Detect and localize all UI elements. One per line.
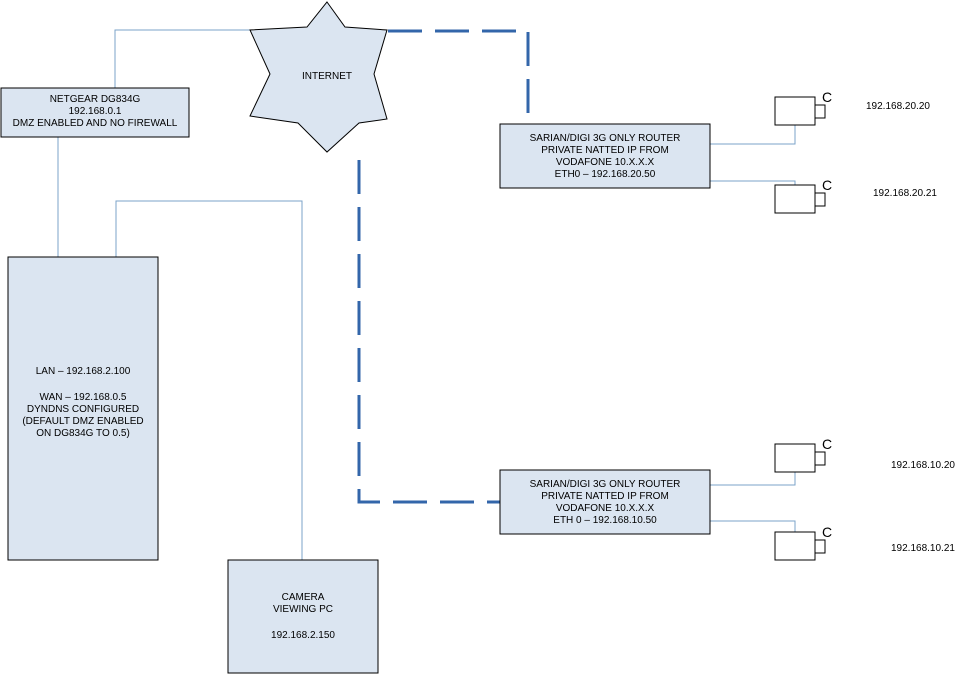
internet-label: INTERNET [302,71,352,82]
lan-router-wan-ip: WAN – 192.168.0.5 [40,392,127,403]
camera-icon [774,96,826,126]
camera-2-ip: 192.168.20.21 [873,188,937,199]
router-bottom-box: SARIAN/DIGI 3G ONLY ROUTER PRIVATE NATTE… [499,469,711,535]
router-bottom-to-camera-3-link [710,472,796,486]
camera-icon [774,184,826,214]
router-top-eth: ETH0 – 192.168.20.50 [555,169,656,180]
internet-to-router-bottom-link [357,160,500,504]
lan-router-box: LAN – 192.168.2.100 WAN – 192.168.0.5 DY… [7,256,159,561]
netgear-router-box: NETGEAR DG834G 192.168.0.1 DMZ ENABLED A… [0,87,190,138]
camera-2-letter: C [822,177,832,193]
netgear-dmz-note: DMZ ENABLED AND NO FIREWALL [13,118,178,129]
lan-router-dmz-note-1: (DEFAULT DMZ ENABLED [22,416,143,427]
netgear-ip: 192.168.0.1 [69,106,122,117]
internet-cloud: INTERNET [249,1,388,153]
camera-4-ip: 192.168.10.21 [891,543,955,554]
camera-pc-title-2: VIEWING PC [273,604,333,615]
camera-3-letter: C [822,436,832,452]
camera-viewing-pc-box: CAMERA VIEWING PC 192.168.2.150 [227,559,379,674]
camera-2: C [774,177,832,214]
router-top-natted: PRIVATE NATTED IP FROM [541,145,669,156]
lan-router-lan-ip: LAN – 192.168.2.100 [36,366,131,377]
lan-router-dmz-note-2: ON DG834G TO 0.5) [36,428,130,439]
router-bottom-natted: PRIVATE NATTED IP FROM [541,491,669,502]
camera-icon [774,531,826,561]
router-top-box: SARIAN/DIGI 3G ONLY ROUTER PRIVATE NATTE… [499,123,711,189]
router-top-to-camera-1-link [710,125,796,145]
router-bottom-model: SARIAN/DIGI 3G ONLY ROUTER [530,479,681,490]
camera-pc-title-1: CAMERA [282,592,325,603]
internet-star-shape [249,1,388,153]
netgear-model: NETGEAR DG834G [50,94,141,105]
camera-icon [774,443,826,473]
camera-3-ip: 192.168.10.20 [891,460,955,471]
router-top-vodafone: VODAFONE 10.X.X.X [556,157,655,168]
router-top-to-camera-2-link [710,180,796,185]
camera-pc-ip: 192.168.2.150 [271,630,335,641]
router-top-model: SARIAN/DIGI 3G ONLY ROUTER [530,133,681,144]
camera-1-ip: 192.168.20.20 [866,101,930,112]
lan-router-to-camera-pc-link [115,200,303,560]
router-bottom-eth: ETH 0 – 192.168.10.50 [553,515,657,526]
camera-4: C [774,524,832,561]
internet-to-router-top-link [388,29,530,124]
lan-router-dyndns: DYNDNS CONFIGURED [27,404,139,415]
netgear-to-internet-link [114,29,285,88]
router-bottom-to-camera-4-link [710,520,796,532]
camera-4-letter: C [822,524,832,540]
camera-1: C [774,89,832,126]
camera-3: C [774,436,832,473]
camera-1-letter: C [822,89,832,105]
router-bottom-vodafone: VODAFONE 10.X.X.X [556,503,655,514]
